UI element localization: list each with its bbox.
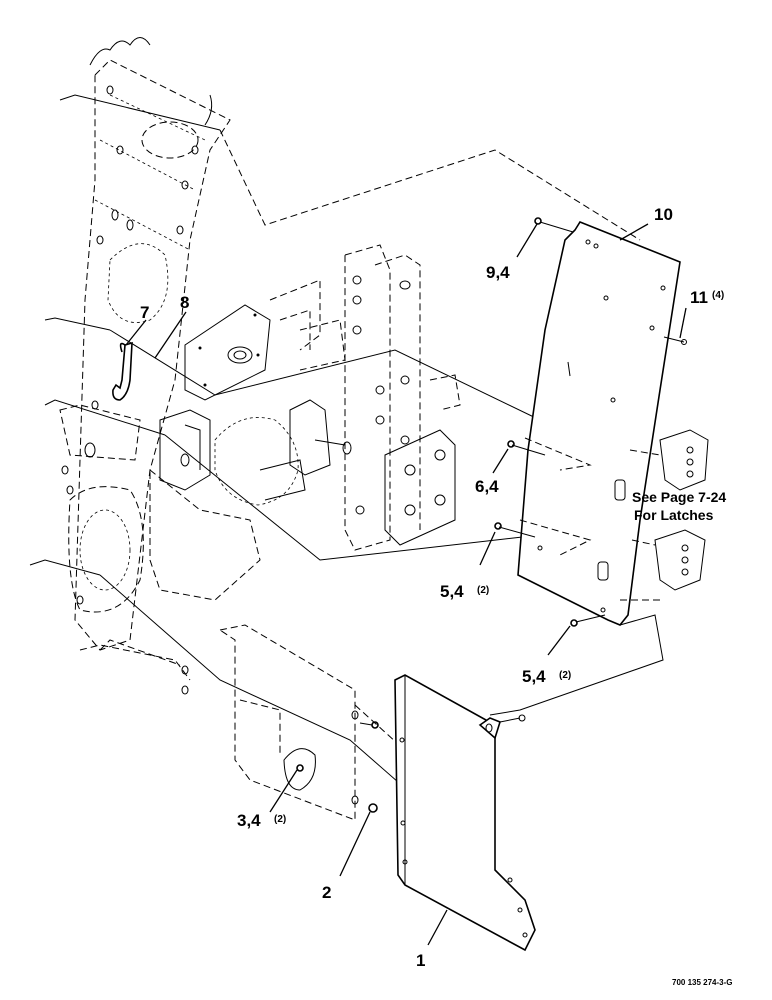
callout-2: 2 xyxy=(322,883,331,902)
phantom-plate-lower xyxy=(489,614,664,716)
callout-5-4-lower-qty: (2) xyxy=(559,670,571,681)
callout-5-4-lower: 5,4 xyxy=(522,667,546,686)
panel-part-10 xyxy=(494,217,709,627)
callout-labels: 7 8 10 9,4 11 (4) 6,4 5,4 (2) 5,4 (2) 3,… xyxy=(140,205,733,987)
callout-3-4: 3,4 xyxy=(237,811,261,830)
callout-10: 10 xyxy=(654,205,673,224)
callout-7: 7 xyxy=(140,303,149,322)
callout-3-4-qty: (2) xyxy=(274,814,286,825)
latch-reference-note-line1: See Page 7-24 xyxy=(632,489,726,505)
central-mechanism xyxy=(159,244,461,551)
left-frame-assembly xyxy=(29,37,641,811)
callout-5-4-upper-qty: (2) xyxy=(477,585,489,596)
leader-lines xyxy=(125,223,687,946)
callout-11: 11 xyxy=(690,288,708,307)
callout-11-qty: (4) xyxy=(712,290,724,301)
callout-5-4-upper: 5,4 xyxy=(440,582,464,601)
callout-6-4: 6,4 xyxy=(475,477,499,496)
drawing-number: 700 135 274-3-G xyxy=(672,978,733,987)
panel-part-1 xyxy=(359,674,536,952)
callout-9-4: 9,4 xyxy=(486,263,510,282)
wrench-part-7 xyxy=(112,341,133,401)
callout-1: 1 xyxy=(416,951,425,970)
callout-8: 8 xyxy=(180,293,189,312)
latch-reference-note-line2: For Latches xyxy=(634,507,714,523)
